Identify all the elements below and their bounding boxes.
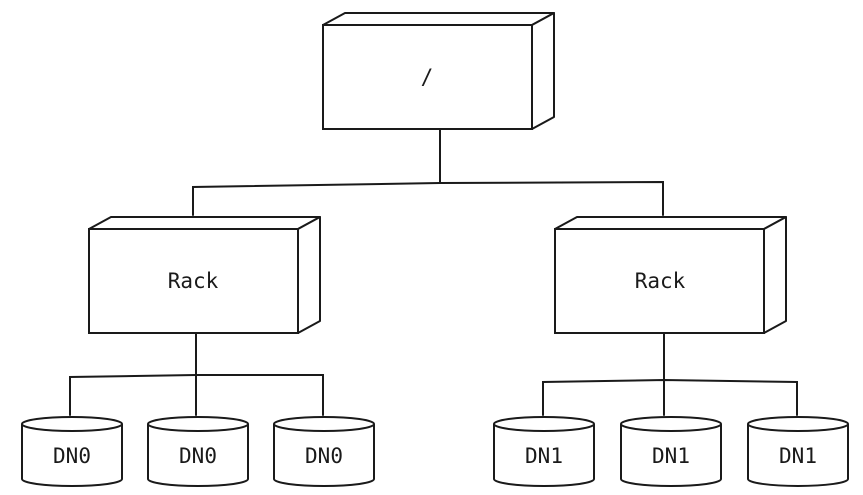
rack-0-datanode-0: DN0 (21, 416, 123, 487)
rack-0-edges (69, 332, 324, 416)
rack-0-datanode-1: DN0 (147, 416, 249, 487)
rack-1: Rack (554, 216, 787, 334)
root-box-side (531, 12, 555, 130)
root-node: / (322, 12, 555, 130)
edge-rack-1-to-nodes (542, 378, 798, 416)
rack-0: Rack (88, 216, 321, 334)
root-label: / (421, 65, 434, 89)
rack-0-box-side (297, 216, 321, 334)
datanode-cylinder-body (747, 424, 849, 487)
datanode-cylinder-body (147, 424, 249, 487)
rack-1-datanode-1: DN1 (620, 416, 722, 487)
edge-rack-0-to-nodes (69, 374, 324, 416)
datanode-cylinder-top (620, 416, 722, 432)
root-edges (192, 129, 664, 216)
datanode-label: DN0 (53, 444, 91, 468)
rack-0-box-top (88, 216, 321, 230)
datanode-cylinder-top (493, 416, 595, 432)
datanode-label: DN1 (525, 444, 563, 468)
rack-1-box-face (554, 228, 765, 334)
datanode-label: DN0 (305, 444, 343, 468)
datanode-cylinder-top (21, 416, 123, 432)
rack-0-label: Rack (168, 269, 219, 293)
datanode-cylinder-top (273, 416, 375, 432)
datanode-cylinder-body (21, 424, 123, 487)
rack-1-box-top (554, 216, 787, 230)
datanode-cylinder-top (747, 416, 849, 432)
datanode-cylinder-top (147, 416, 249, 432)
rack-1-datanode-0: DN1 (493, 416, 595, 487)
rack-1-datanode-2: DN1 (747, 416, 849, 487)
root-box-face (322, 24, 533, 130)
rack-1-label: Rack (635, 269, 686, 293)
datanode-label: DN1 (652, 444, 690, 468)
root-box-top (322, 12, 555, 26)
datanode-label: DN0 (179, 444, 217, 468)
datanode-cylinder-body (620, 424, 722, 487)
rack-1-box-side (763, 216, 787, 334)
rack-1-edges (542, 332, 798, 416)
datanode-label: DN1 (779, 444, 817, 468)
datanode-cylinder-body (273, 424, 375, 487)
edge-root-to-racks (192, 180, 664, 216)
rack-0-box-face (88, 228, 299, 334)
rack-0-datanode-2: DN0 (273, 416, 375, 487)
datanode-cylinder-body (493, 424, 595, 487)
